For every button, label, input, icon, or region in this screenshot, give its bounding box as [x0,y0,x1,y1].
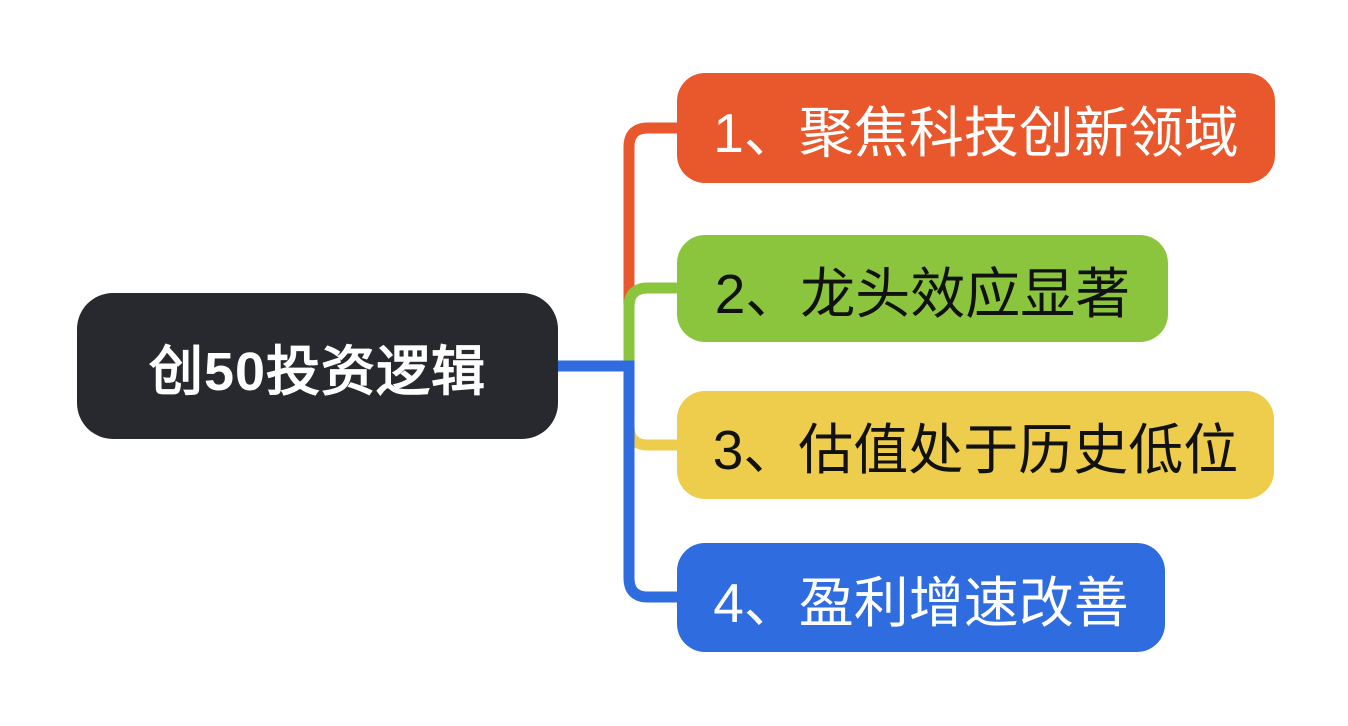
branch-node-1[interactable]: 1、聚焦科技创新领域 [677,73,1275,183]
connector-branch-4 [558,360,680,603]
connector-branch-2 [558,282,680,372]
root-node[interactable]: 创50投资逻辑 [77,293,558,439]
branch-node-2-label: 2、龙头效应显著 [714,262,1131,325]
root-node-label: 创50投资逻辑 [148,341,487,402]
connector-branch-1 [558,122,680,372]
branch-node-2[interactable]: 2、龙头效应显著 [677,235,1168,342]
branch-node-4[interactable]: 4、盈利增速改善 [677,543,1165,652]
branch-node-4-label: 4、盈利增速改善 [713,571,1129,634]
branch-node-1-label: 1、聚焦科技创新领域 [713,102,1239,164]
branch-node-3-label: 3、估值处于历史低位 [712,419,1239,481]
connector-branch-3 [558,360,680,451]
branch-node-3[interactable]: 3、估值处于历史低位 [677,391,1274,499]
